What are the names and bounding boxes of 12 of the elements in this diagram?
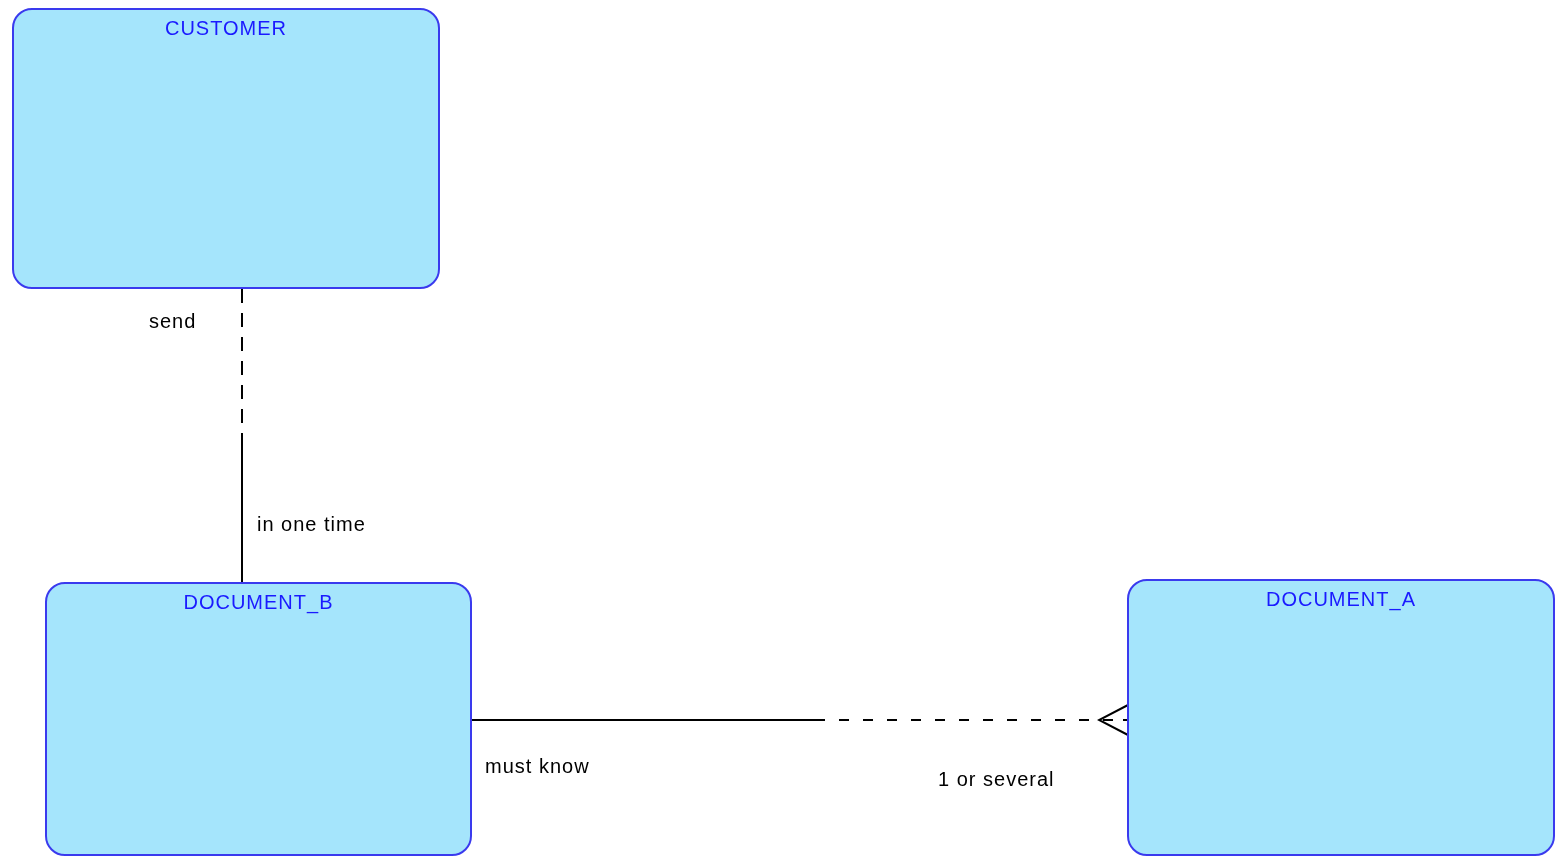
entity-box	[12, 8, 440, 289]
role-label: 1 or several	[938, 767, 1055, 791]
role-label: in one time	[257, 512, 366, 536]
entity-box	[45, 582, 472, 856]
relationship-line	[471, 704, 1129, 736]
entity-name: DOCUMENT_A	[1266, 587, 1416, 613]
role-label: must know	[485, 754, 590, 778]
entity-name: CUSTOMER	[164, 16, 288, 41]
entity-box	[1127, 579, 1555, 856]
role-label: send	[149, 309, 197, 333]
relationship-line	[241, 288, 243, 583]
entity-name: DOCUMENT_B	[183, 590, 334, 616]
